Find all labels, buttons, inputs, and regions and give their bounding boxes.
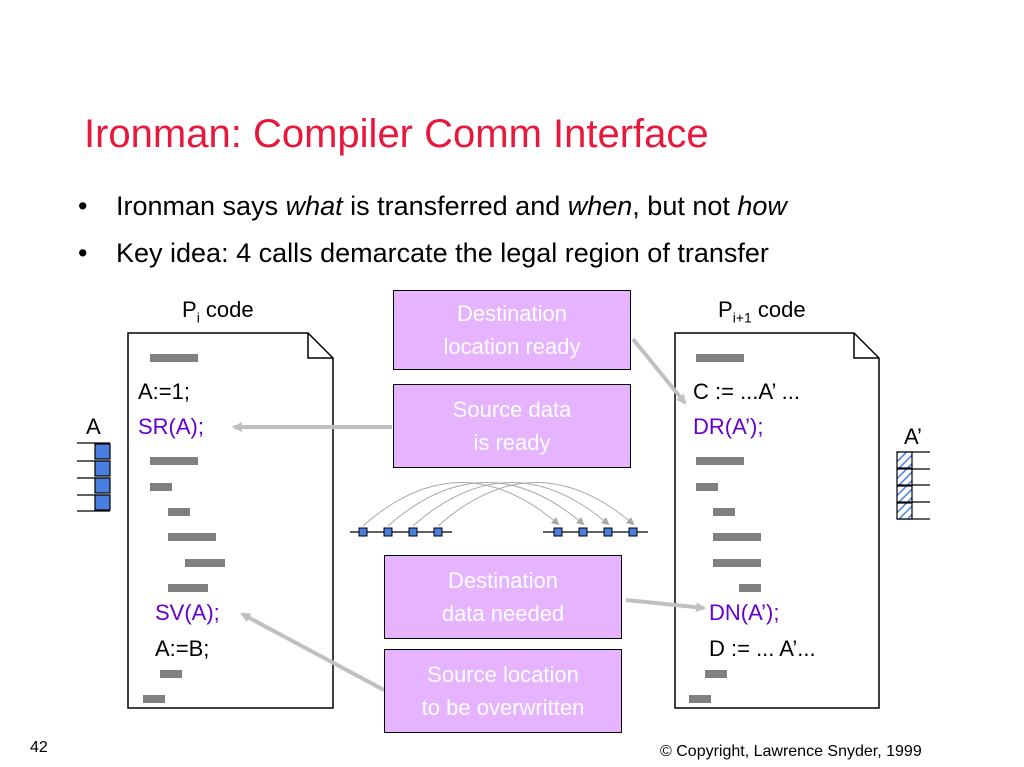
bullet-key-idea: • Key idea: 4 calls demarcate the legal r… (78, 238, 769, 269)
sr-call: SR(A); (138, 414, 204, 439)
array-a-label: A (86, 414, 101, 439)
page-title: Ironman: Compiler Comm Interface (84, 112, 709, 156)
array-a (77, 442, 111, 512)
bullet-text: Ironman says (116, 191, 286, 221)
bullet-what-when: • Ironman says what is transferred and wh… (78, 191, 787, 222)
bullet-text: is transferred and (342, 191, 568, 221)
bullet-emphasis: how (737, 191, 787, 221)
dr-call: DR(A’); (693, 414, 764, 439)
bullet-emphasis: when (567, 191, 633, 221)
left-code-line-1: A:=1; (138, 379, 190, 404)
bullet-emphasis: what (285, 191, 343, 221)
bullet-text: Key idea: 4 calls demarcate the legal re… (116, 238, 769, 268)
array-a-prime (896, 451, 930, 520)
left-doc-label: Pi code (182, 297, 254, 326)
array-a-prime-label: A’ (904, 424, 922, 449)
call-arrows (232, 337, 706, 692)
right-code-line-1: C := ...A’ ... (693, 379, 800, 404)
left-code-line-2: A:=B; (155, 636, 210, 661)
bullet-marker: • (78, 191, 88, 221)
right-code-line-2: D := ... A’... (709, 636, 816, 661)
transfer-illustration (350, 482, 648, 537)
page-number: 42 (30, 739, 48, 756)
right-code-document (674, 332, 880, 709)
dn-call: DN(A’); (709, 600, 780, 625)
bullet-text: , but not (632, 191, 738, 221)
bullet-marker: • (78, 238, 88, 268)
sv-call: SV(A); (155, 600, 220, 625)
copyright: © Copyright, Lawrence Snyder, 1999 (660, 743, 922, 760)
right-doc-label: Pi+1 code (718, 297, 806, 326)
